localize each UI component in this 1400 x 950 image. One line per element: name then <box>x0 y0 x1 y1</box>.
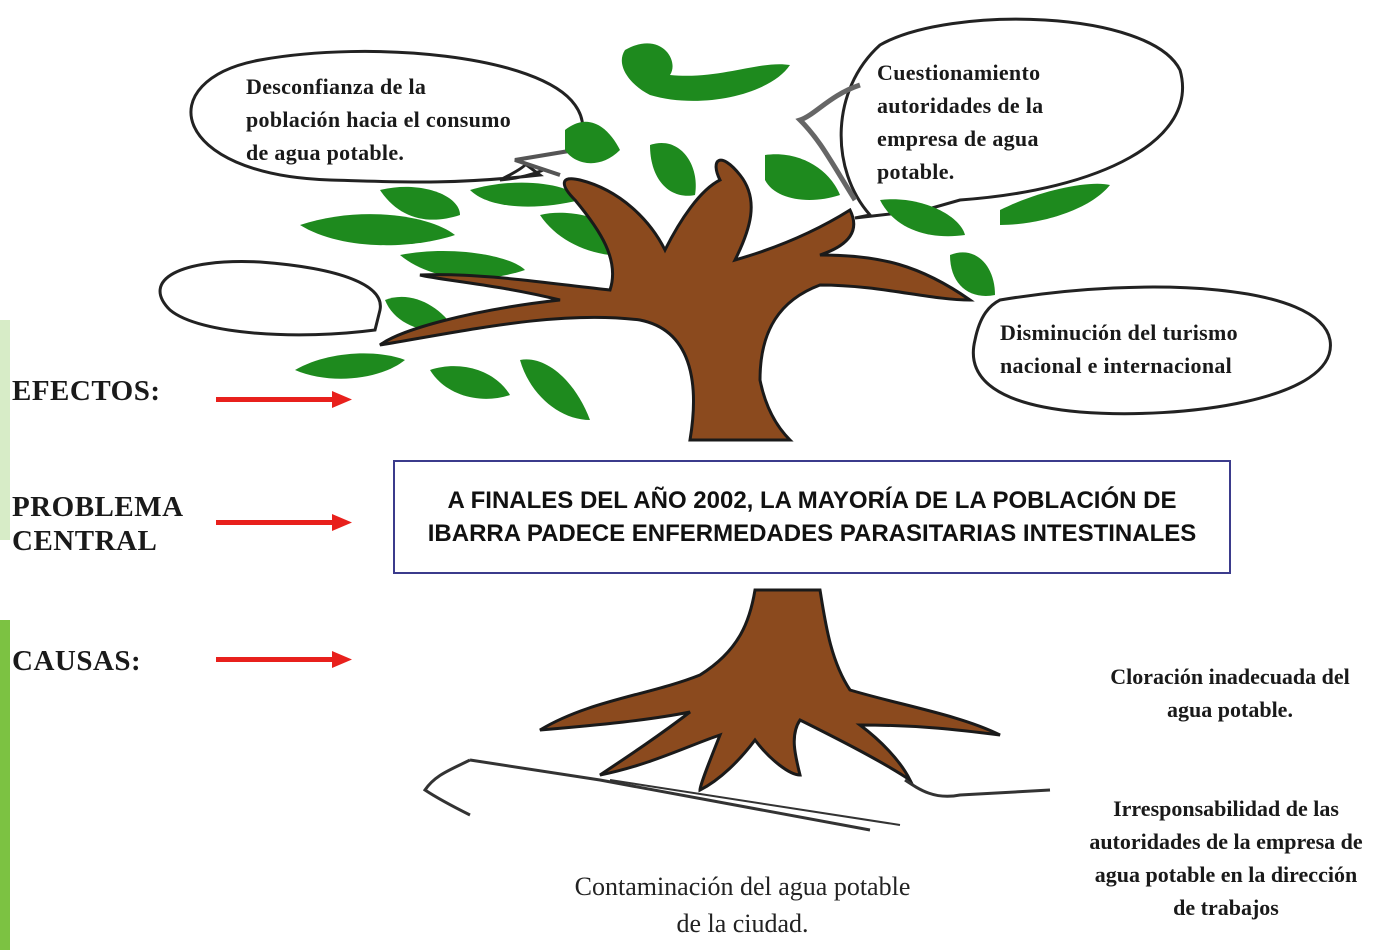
left-edge-stripe-lower <box>0 620 10 950</box>
effect-text-cuestionamiento: Cuestionamiento autoridades de la empres… <box>877 60 1044 184</box>
arrow-causas <box>216 651 352 668</box>
effect-text-desconfianza: Desconfianza de la población hacia el co… <box>246 74 512 165</box>
effect-bubble-3 <box>971 285 1332 416</box>
side-arrows <box>216 391 352 668</box>
effect-bubble-1-tail <box>514 148 576 177</box>
effect-text-turismo: Disminución del turismo nacional e inter… <box>1000 320 1238 378</box>
effect-bubble-2 <box>839 17 1184 220</box>
effect-bubble-1 <box>189 49 584 184</box>
cause-text-irresponsabilidad: Irresponsabilidad de las autoridades de … <box>1089 796 1363 920</box>
label-problema-central: PROBLEMA CENTRAL <box>12 491 184 557</box>
tree-leaves <box>295 43 1110 420</box>
central-problem-box: A FINALES DEL AÑO 2002, LA MAYORÍA DE LA… <box>393 460 1231 574</box>
tree-trunk-upper <box>379 158 975 442</box>
arrow-efectos <box>216 391 352 408</box>
effect-bubble-2-tail <box>795 82 861 202</box>
arrow-problema-central <box>216 514 352 531</box>
central-problem-text: A FINALES DEL AÑO 2002, LA MAYORÍA DE LA… <box>427 487 1197 547</box>
cause-text-contaminacion: Contaminación del agua potable de la ciu… <box>574 872 911 938</box>
cause-text-cloracion: Cloración inadecuada del agua potable. <box>1110 664 1350 722</box>
label-causas: CAUSAS: <box>12 645 142 677</box>
label-efectos: EFECTOS: <box>12 375 161 407</box>
effect-bubble-4-empty <box>158 260 382 337</box>
left-edge-stripe <box>0 320 10 540</box>
tree-roots <box>422 588 1051 832</box>
